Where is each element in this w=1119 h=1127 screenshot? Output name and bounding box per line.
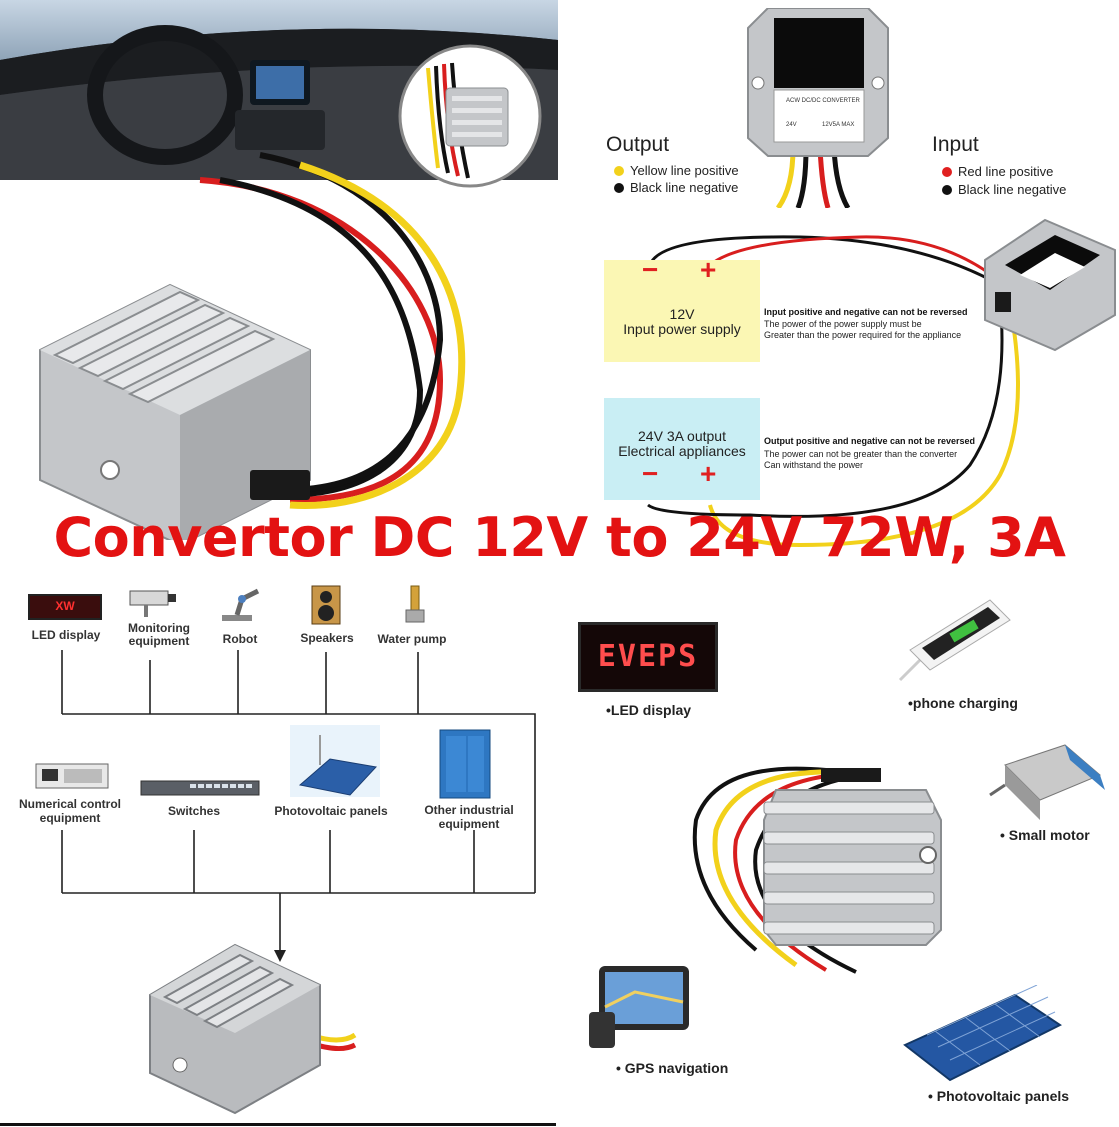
module-top-view xyxy=(738,7,898,210)
gps-navigator-icon xyxy=(585,962,695,1052)
converter-module-center xyxy=(676,740,976,980)
app-label-water-pump: Water pump xyxy=(377,632,447,646)
app-label-numerical-control: Numerical control equipment xyxy=(18,797,122,825)
bottom-divider xyxy=(0,1123,556,1126)
output-note-title: Output positive and negative can not be … xyxy=(764,436,976,446)
minus-sign-icon: − xyxy=(642,458,659,489)
module-label-line-3: 12V5A MAX xyxy=(822,122,855,128)
output-positive-label: Yellow line positive xyxy=(630,163,739,178)
input-heading: Input xyxy=(932,133,979,156)
industrial-cabinet-icon xyxy=(438,728,492,800)
output-heading: Output xyxy=(606,133,670,156)
led-screen-text: XW xyxy=(55,599,75,613)
input-note-title: Input positive and negative can not be r… xyxy=(764,307,968,317)
output-box-line-2: Electrical appliances xyxy=(618,443,746,459)
solar-panel-icon xyxy=(895,984,1065,1085)
applications-tree-lines xyxy=(0,580,560,980)
water-pump-icon xyxy=(396,584,436,626)
output-appliances-box: 24V 3A output Electrical appliances − + xyxy=(604,398,760,500)
output-positive-legend: Yellow line positive xyxy=(614,163,739,178)
app-label-switches: Switches xyxy=(167,804,221,818)
black-dot-icon xyxy=(942,185,952,195)
small-motor-icon xyxy=(985,735,1110,825)
module-label-line-2: 24V xyxy=(786,122,797,128)
monitoring-camera-icon xyxy=(124,585,184,621)
black-dot-icon xyxy=(614,183,624,193)
input-note-line-1: The power of the power supply must be xyxy=(764,319,922,329)
module-label-line-1: ACW DC/DC CONVERTER xyxy=(786,98,860,104)
led-display-icon: XW xyxy=(28,594,102,620)
input-negative-label: Black line negative xyxy=(958,182,1067,197)
app-item-led-display: •LED display xyxy=(606,702,692,718)
app-label-speakers: Speakers xyxy=(300,631,354,645)
output-negative-legend: Black line negative xyxy=(614,180,738,195)
app-label-photovoltaic-panels: Photovoltaic panels xyxy=(274,804,388,818)
input-box-label: Input power supply xyxy=(623,321,741,337)
app-label-robot: Robot xyxy=(222,632,258,646)
app-item-small-motor: • Small motor xyxy=(1000,827,1090,843)
module-inset-photo xyxy=(378,38,558,188)
plus-sign-icon: + xyxy=(700,458,717,489)
output-note-line-1: The power can not be greater than the co… xyxy=(764,449,958,459)
yellow-dot-icon xyxy=(614,166,624,176)
robot-arm-icon xyxy=(212,585,268,625)
network-switch-icon xyxy=(140,780,260,796)
output-negative-label: Black line negative xyxy=(630,180,739,195)
plus-sign-icon: + xyxy=(700,254,717,285)
converter-module-bottom xyxy=(140,935,360,1115)
app-label-other-industrial: Other industrial equipment xyxy=(424,803,514,831)
output-note-line-2: Can withstand the power xyxy=(764,460,864,470)
product-title: Convertor DC 12V to 24V 72W, 3A xyxy=(53,506,1066,569)
photovoltaic-panel-icon xyxy=(290,725,380,797)
cnc-machine-icon xyxy=(34,760,110,790)
wiring-diagram xyxy=(600,215,1119,560)
led-sign-text: EVEPS xyxy=(597,639,699,674)
input-note-line-2: Greater than the power required for the … xyxy=(764,330,962,340)
input-positive-legend: Red line positive xyxy=(942,164,1053,179)
app-label-led-display: LED display xyxy=(31,628,101,642)
input-box-voltage: 12V xyxy=(669,306,695,322)
input-power-supply-box: − + 12V Input power supply xyxy=(604,254,760,362)
smartphone-icon xyxy=(880,590,1020,690)
app-item-gps-navigation: • GPS navigation xyxy=(616,1060,729,1076)
minus-sign-icon: − xyxy=(642,254,659,285)
output-box-line-1: 24V 3A output xyxy=(638,428,726,444)
input-negative-legend: Black line negative xyxy=(942,182,1066,197)
speakers-icon xyxy=(306,584,346,626)
app-item-photovoltaic-panels: • Photovoltaic panels xyxy=(928,1088,1070,1104)
app-label-monitoring-equipment: Monitoring equipment xyxy=(128,621,190,648)
input-positive-label: Red line positive xyxy=(958,164,1054,179)
red-dot-icon xyxy=(942,167,952,177)
app-item-phone-charging: •phone charging xyxy=(908,695,1018,711)
led-sign-icon: EVEPS xyxy=(578,622,718,692)
converter-module-photo xyxy=(20,150,490,547)
